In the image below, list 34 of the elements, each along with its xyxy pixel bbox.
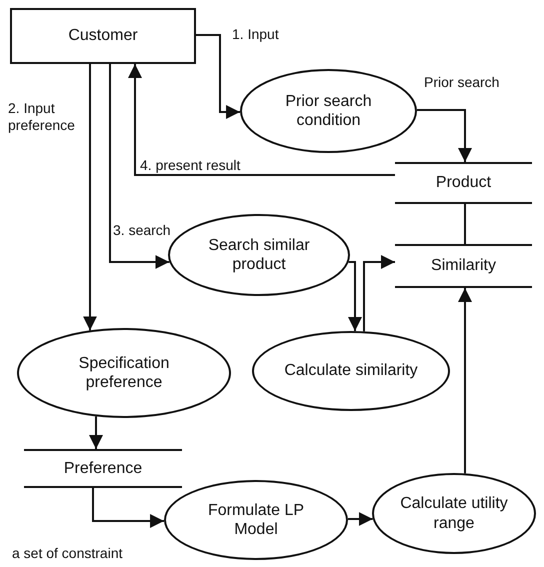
arrow (196, 34, 240, 119)
node-label: Product (436, 173, 492, 193)
arrow (458, 288, 472, 474)
data-store (24, 449, 182, 488)
process-ellipse (372, 473, 536, 554)
node-label: Customer (68, 26, 138, 46)
arrow (92, 488, 164, 528)
arrow (348, 261, 362, 332)
process-ellipse (252, 331, 450, 411)
arrow (128, 64, 395, 176)
process-ellipse (240, 69, 417, 153)
arrow (348, 512, 373, 526)
node-label: Similarity (431, 256, 496, 276)
node-label: Calculate similarity (284, 361, 418, 381)
node-label: Prior search condition (284, 92, 373, 130)
arrow (83, 64, 97, 330)
entity-box (10, 8, 196, 64)
connector-line (464, 204, 466, 244)
node-label: Preference (64, 458, 142, 478)
arrow (89, 416, 103, 449)
arrow (363, 255, 395, 332)
process-ellipse (168, 214, 350, 296)
data-store (395, 244, 532, 288)
node-label: Calculate utility range (399, 494, 509, 533)
arrow (416, 109, 472, 162)
data-store (395, 162, 532, 204)
node-label: Search similar product (207, 236, 311, 274)
process-ellipse (17, 328, 231, 418)
node-label: Specification preference (78, 354, 170, 392)
edge-label: 4. present result (140, 157, 240, 174)
process-ellipse (164, 480, 348, 560)
arrow (109, 64, 170, 269)
edge-label: 1. Input (232, 26, 279, 43)
node-label: Formulate LP Model (206, 500, 306, 540)
